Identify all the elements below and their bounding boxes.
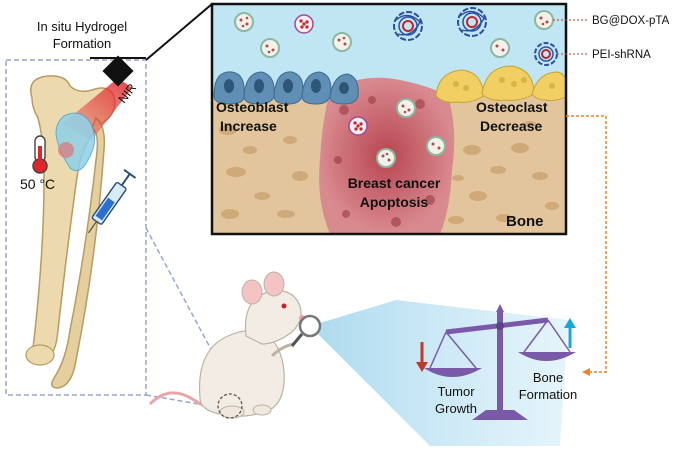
tumor-growth-label-line2: Growth	[435, 401, 477, 416]
legend-nanoparticle-label: BG@DOX-pTA	[592, 15, 670, 27]
osteoblast-label-line1: Osteoblast	[216, 99, 289, 115]
bone-panel-frame	[5, 59, 147, 396]
mouse-icon	[148, 271, 305, 419]
osteoclast-cells	[435, 65, 566, 103]
bone-increase-arrow-icon	[564, 318, 576, 348]
osteoclast-label-line2: Decrease	[480, 118, 542, 134]
bone-texture	[219, 121, 559, 224]
balance-scale-icon	[424, 304, 576, 420]
effect-connector-line	[566, 115, 607, 373]
left-panel: In situ Hydrogel Formation NIR 50 °C	[5, 3, 213, 396]
panel-title-line1: In situ Hydrogel	[37, 19, 127, 34]
dox-particles	[294, 14, 368, 136]
syringe-icon	[88, 169, 137, 234]
inset-frame	[210, 2, 568, 236]
injection-site-marker	[217, 393, 243, 419]
tumor-growth-label-line1: Tumor	[437, 384, 475, 399]
tibia-bone-icon	[30, 75, 116, 359]
thermometer-icon	[32, 135, 48, 174]
legend-polyplex-label: PEI-shRNA	[592, 49, 651, 61]
fibula-bone-icon	[51, 116, 106, 389]
osteoblast-label-line2: Increase	[220, 118, 277, 134]
bone-formation-label-line1: Bone	[533, 370, 563, 385]
panel-title-line2: Formation	[53, 36, 112, 51]
cancer-label-line1: Breast cancer	[348, 175, 441, 191]
laser-device-icon	[102, 55, 134, 87]
legend: BG@DOX-pTA PEI-shRNA	[553, 15, 670, 61]
bone-formation-label-line2: Formation	[519, 387, 578, 402]
osteoclast-label-line1: Osteoclast	[476, 99, 548, 115]
temperature-label: 50 °C	[20, 176, 55, 192]
tumor-decrease-arrow-icon	[416, 342, 428, 372]
zoom-line	[145, 3, 213, 61]
tumor-microenvironment-inset: Osteoblast Increase Osteoclast Decrease …	[212, 4, 566, 234]
magnifier-icon	[290, 314, 322, 347]
bone-label: Bone	[506, 213, 544, 230]
cancer-label-line2: Apoptosis	[360, 194, 429, 210]
